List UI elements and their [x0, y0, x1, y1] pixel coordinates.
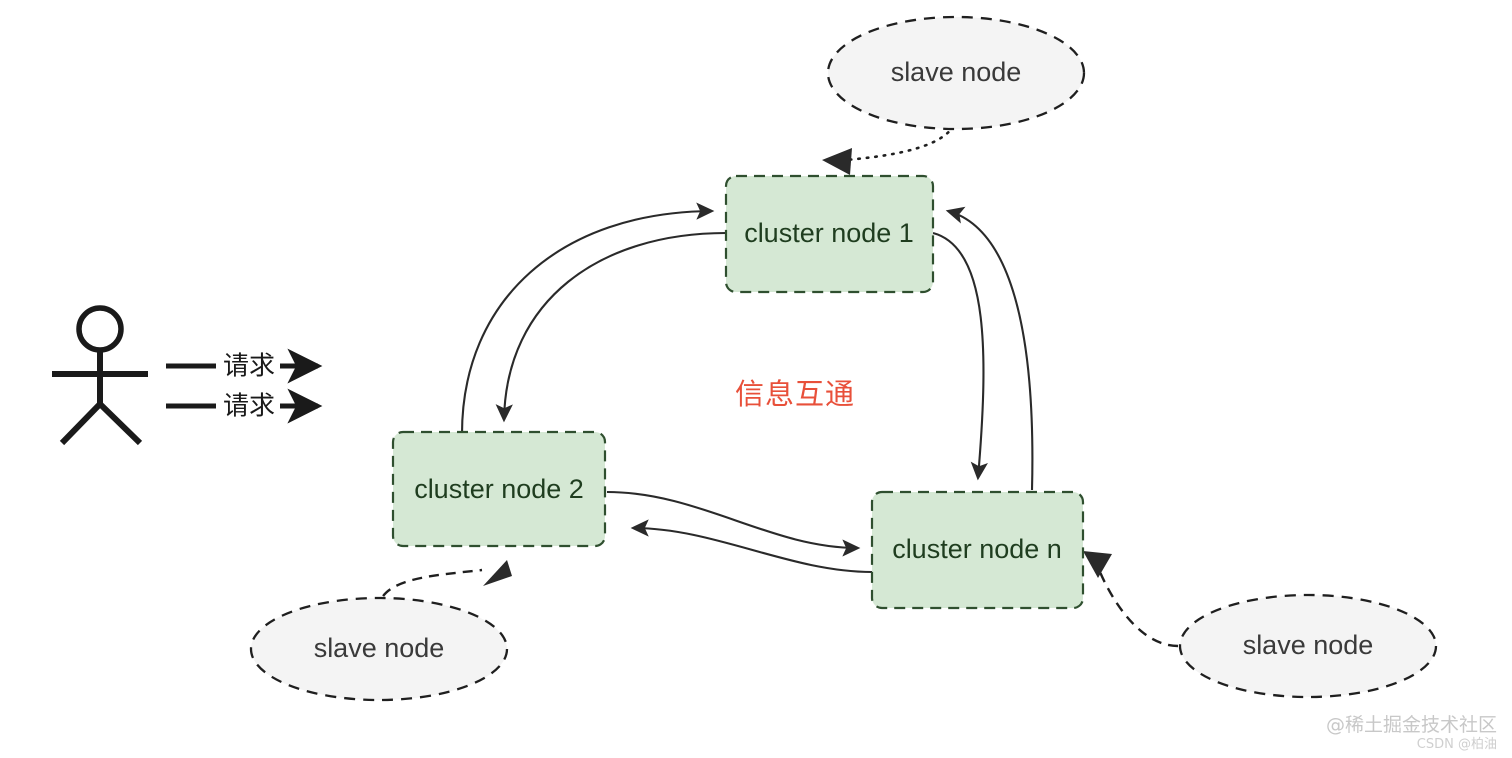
cluster-node-n[interactable]: cluster node n	[870, 490, 1085, 610]
request-arrow-2-label: 请求	[223, 392, 275, 422]
actor-stick-figure	[52, 305, 148, 446]
edge-slave-top-to-node1-arrowhead	[822, 148, 852, 175]
edge-noden-to-node1-path	[945, 206, 1034, 491]
cluster-node-1-label: cluster node 1	[744, 218, 914, 248]
actor-head-icon	[76, 305, 124, 353]
edge-node1-to-node2-path	[495, 231, 727, 423]
cluster-node-1-shape[interactable]	[724, 174, 935, 294]
request-arrow-1-label: 请求	[223, 352, 275, 382]
request-arrow-1: 请求	[166, 348, 323, 384]
actor-right-leg-line	[97, 401, 143, 446]
cluster-node-2[interactable]: cluster node 2	[391, 430, 607, 548]
edge-noden-to-node2-path	[630, 519, 873, 574]
slave-node-bottom-right-label: slave node	[1243, 630, 1374, 660]
watermark: @稀土掘金技术社区 CSDN @柏油	[1326, 714, 1497, 752]
watermark-sub-text: CSDN @柏油	[1417, 737, 1497, 752]
edge-node1-to-node2	[495, 231, 727, 423]
edge-node2-to-noden-path	[606, 490, 861, 557]
slave-node-bottom-right[interactable]: slave node	[1178, 593, 1438, 699]
cluster-node-2-shape[interactable]	[391, 430, 607, 548]
edge-slave-bottom-left-to-node2	[376, 560, 512, 613]
cluster-node-2-label: cluster node 2	[414, 474, 584, 504]
slave-node-top[interactable]: slave node	[826, 15, 1086, 131]
edge-noden-to-node1	[945, 206, 1034, 491]
slave-node-bottom-left-label: slave node	[314, 633, 445, 663]
slave-node-bottom-right-shape[interactable]	[1178, 593, 1438, 699]
request-arrow-2: 请求	[166, 388, 323, 424]
edge-node1-to-noden	[932, 231, 988, 481]
cluster-node-1[interactable]: cluster node 1	[724, 174, 935, 294]
slave-node-top-shape[interactable]	[826, 15, 1086, 131]
slave-node-bottom-left[interactable]: slave node	[249, 596, 509, 702]
edge-slave-bottom-right-to-noden-path	[1098, 571, 1179, 648]
cluster-node-n-label: cluster node n	[892, 534, 1062, 564]
slave-node-bottom-left-shape[interactable]	[249, 596, 509, 702]
edge-node1-to-noden-path	[932, 231, 988, 481]
edge-slave-bottom-right-to-noden	[1083, 551, 1179, 648]
edge-slave-bottom-left-to-node2-path	[376, 568, 483, 613]
edge-node2-to-noden	[606, 490, 861, 557]
cluster-node-n-shape[interactable]	[870, 490, 1085, 610]
edge-node2-to-node1	[460, 202, 715, 435]
watermark-main-text: @稀土掘金技术社区	[1326, 714, 1497, 736]
interconnect-annotation: 信息互通	[735, 377, 855, 411]
slave-node-top-label: slave node	[891, 57, 1022, 87]
edge-noden-to-node2	[630, 519, 873, 574]
edge-slave-bottom-right-to-noden-arrowhead	[1083, 551, 1112, 578]
actor-left-leg-line	[59, 401, 103, 446]
edge-slave-bottom-left-to-node2-arrowhead	[483, 560, 512, 586]
edge-node2-to-node1-path	[460, 202, 715, 435]
